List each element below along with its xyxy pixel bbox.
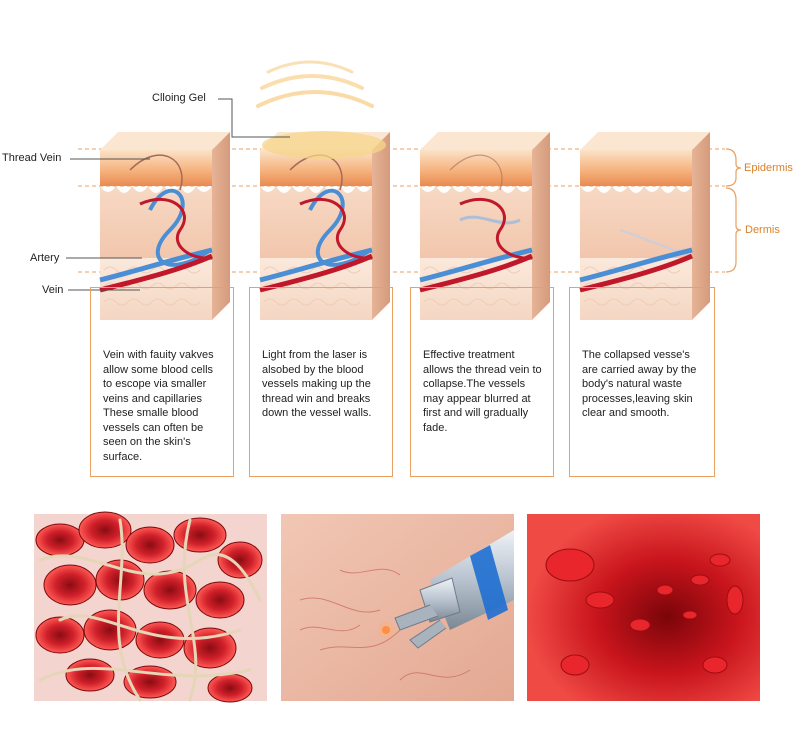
cooling-gel-label: Clloing Gel — [152, 92, 206, 104]
vein-label: Vein — [42, 284, 64, 296]
epidermis-label: Epidermis — [744, 162, 793, 174]
skin-block-4 — [579, 132, 710, 320]
cooling-gel-icon — [262, 131, 386, 159]
photo-blood-clot — [34, 511, 267, 703]
artery-label: Artery — [30, 252, 60, 264]
leader-lines — [66, 98, 290, 291]
step-1-description: Vein with fauity vakves allow some blood… — [90, 287, 234, 477]
dermis-brace — [725, 187, 742, 273]
epidermis-brace — [725, 148, 742, 187]
skin-block-2 — [259, 132, 390, 320]
step-3-description: Effective treatment allows the thread ve… — [410, 287, 554, 477]
step-2-description: Light from the laser is alsobed by the b… — [249, 287, 393, 477]
dermis-label: Dermis — [745, 224, 780, 236]
laser-glow-icon — [256, 60, 374, 108]
skin-block-1 — [99, 132, 230, 320]
photo-laser-treatment — [281, 514, 514, 701]
skin-block-3 — [419, 132, 550, 320]
thread-vein-label: Thread Vein — [2, 152, 62, 164]
photo-blood-vessel — [527, 514, 760, 701]
step-4-description: The collapsed vesse's are carried away b… — [569, 287, 715, 477]
